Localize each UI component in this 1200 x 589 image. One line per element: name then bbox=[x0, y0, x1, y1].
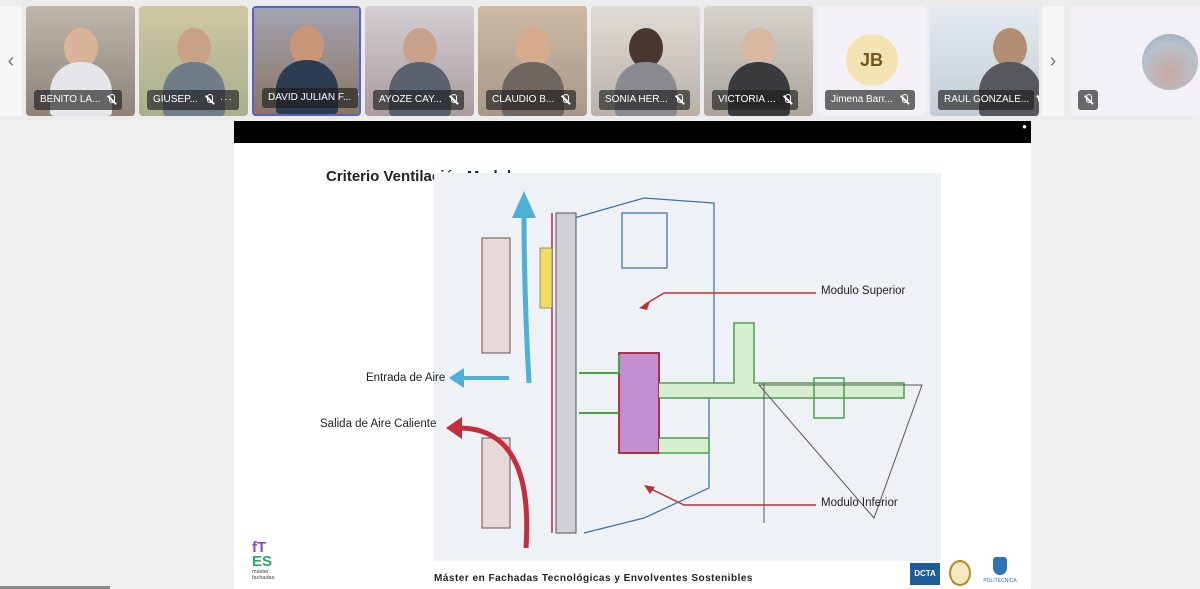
participant-name: SONIA HER... bbox=[605, 94, 668, 105]
ftes-logo-line1: fT bbox=[252, 539, 267, 556]
horizontal-scrollbar[interactable] bbox=[0, 586, 110, 589]
self-avatar bbox=[1142, 34, 1198, 90]
mic-off-icon bbox=[899, 94, 909, 106]
participant-tile[interactable]: CLAUDIO B... bbox=[478, 6, 587, 116]
next-participants-button[interactable]: › bbox=[1042, 6, 1064, 116]
politecnica-logo-text: POLITÉCNICA bbox=[983, 578, 1017, 584]
ftes-logo-line2: ES bbox=[252, 553, 273, 570]
participant-tile[interactable]: RAUL GONZALE... bbox=[930, 6, 1039, 116]
participant-video bbox=[402, 28, 437, 68]
participant-video bbox=[63, 28, 98, 68]
participant-name-badge: AYOZE CAY... bbox=[373, 90, 464, 110]
participant-tile-active[interactable]: DAVID JULIAN F... bbox=[252, 6, 361, 116]
participant-tile[interactable]: BENITO LA... bbox=[26, 6, 135, 116]
participant-name: VICTORIA ... bbox=[718, 94, 776, 105]
avatar: JB bbox=[845, 34, 898, 86]
participant-tile[interactable]: AYOZE CAY... bbox=[365, 6, 474, 116]
participant-video bbox=[993, 28, 1027, 68]
participant-name-badge: BENITO LA... bbox=[34, 90, 123, 110]
participant-name-badge: SONIA HER... bbox=[599, 90, 690, 110]
participant-name: CLAUDIO B... bbox=[492, 94, 555, 105]
participant-name-badge: CLAUDIO B... bbox=[486, 90, 577, 110]
participant-tile[interactable]: GIUSEP... ··· bbox=[139, 6, 248, 116]
participant-name-badge: GIUSEP... ··· bbox=[147, 90, 239, 110]
participant-video bbox=[176, 28, 211, 68]
mic-off-icon bbox=[674, 94, 684, 106]
participant-video bbox=[628, 28, 663, 68]
chevron-right-icon: › bbox=[1049, 50, 1057, 72]
self-view-tile[interactable] bbox=[1070, 6, 1200, 116]
ventilation-sketch bbox=[434, 173, 941, 561]
ftes-logo-sub2: fachadas bbox=[252, 575, 275, 581]
shared-slide: Criterio Ventilación Modulo bbox=[234, 143, 1031, 589]
participant-video bbox=[741, 28, 776, 68]
participant-video bbox=[515, 28, 550, 68]
seal-logo bbox=[949, 560, 971, 586]
mic-off-icon bbox=[560, 94, 570, 106]
participant-name: Jimena Barr... bbox=[831, 94, 893, 105]
mic-off-icon bbox=[1083, 94, 1093, 106]
ftes-logo: fT ES máster fachadas bbox=[252, 539, 280, 581]
technical-drawing-icon bbox=[446, 191, 923, 549]
dot-icon: ● bbox=[1022, 122, 1027, 131]
participant-name-badge: VICTORIA ... bbox=[712, 90, 798, 110]
participant-name: AYOZE CAY... bbox=[379, 94, 442, 105]
participant-name: RAUL GONZALE... bbox=[944, 94, 1030, 105]
participant-strip: ‹ BENITO LA... GIUSEP... ··· DAVID JULIA… bbox=[0, 0, 1200, 120]
participant-tile[interactable]: VICTORIA ... bbox=[704, 6, 813, 116]
more-options-icon[interactable]: ··· bbox=[219, 94, 233, 105]
self-mic-badge bbox=[1078, 90, 1098, 110]
participant-name-badge: RAUL GONZALE... bbox=[938, 90, 1039, 110]
mic-off-icon bbox=[204, 94, 214, 106]
participant-name: BENITO LA... bbox=[40, 94, 101, 105]
mic-off-icon bbox=[448, 94, 458, 106]
crest-icon bbox=[993, 557, 1007, 575]
mic-off-icon bbox=[782, 94, 792, 106]
mic-off-icon bbox=[106, 94, 116, 106]
label-modulo-inferior: Modulo Inferior bbox=[821, 497, 898, 509]
label-salida-aire: Salida de Aire Caliente bbox=[320, 418, 437, 430]
previous-participants-button[interactable]: ‹ bbox=[0, 6, 22, 116]
participant-name-badge: Jimena Barr... bbox=[825, 90, 915, 110]
participant-name: GIUSEP... bbox=[153, 94, 198, 105]
dcta-logo: DCTA bbox=[910, 563, 940, 585]
politecnica-logo: POLITÉCNICA bbox=[980, 557, 1020, 587]
participant-video bbox=[289, 26, 324, 66]
chevron-left-icon: ‹ bbox=[7, 50, 15, 72]
ftes-logo-sub1: máster bbox=[252, 569, 269, 575]
shared-screen-header: ● bbox=[234, 121, 1031, 143]
label-entrada-aire: Entrada de Aire bbox=[366, 372, 446, 384]
slide-footer: Máster en Fachadas Tecnológicas y Envolv… bbox=[434, 573, 753, 584]
participant-name: DAVID JULIAN F... bbox=[268, 92, 352, 103]
participant-tile[interactable]: SONIA HER... bbox=[591, 6, 700, 116]
label-modulo-superior: Modulo Superior bbox=[821, 285, 906, 297]
participant-name-badge: DAVID JULIAN F... bbox=[262, 88, 358, 108]
participant-tile[interactable]: JB Jimena Barr... bbox=[817, 6, 926, 116]
